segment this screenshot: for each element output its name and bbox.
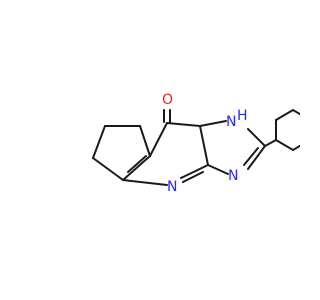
bond-c5-c4a (92, 157, 124, 181)
bond-c3a-n4 (180, 164, 209, 179)
bond-n3-c3a (207, 164, 229, 175)
nitrogen-label-triazole: N (228, 168, 238, 184)
bond-c7-c7a (139, 125, 151, 157)
bond-n8a-n1 (199, 120, 227, 127)
bond-c2-n3-double (243, 147, 259, 166)
nitrogen-label-nh: N (226, 114, 236, 130)
bond-c2-phenyl (264, 139, 277, 147)
nitrogen-label-pyrimidine: N (167, 179, 177, 195)
bond-c6-c5 (92, 125, 106, 159)
bond-c2-n3 (247, 145, 266, 170)
molecule-structure: O N H N N (92, 92, 300, 195)
bond-n8a-c3a (199, 125, 209, 166)
bond-n1-c2 (247, 128, 266, 147)
bond-c4a-c7a (122, 155, 151, 181)
hydrogen-label: H (237, 108, 248, 124)
oxygen-label: O (162, 92, 173, 108)
bond-c4a-c7a-double (127, 155, 147, 173)
bond-c3a-n4-double (182, 171, 204, 183)
molecule-canvas: O N H N N (92, 92, 300, 195)
phenyl-ring (275, 108, 300, 152)
bond-n4-c4a (122, 179, 168, 186)
bond-c8-n8a (166, 122, 201, 127)
bond-c7a-c8 (149, 122, 168, 157)
